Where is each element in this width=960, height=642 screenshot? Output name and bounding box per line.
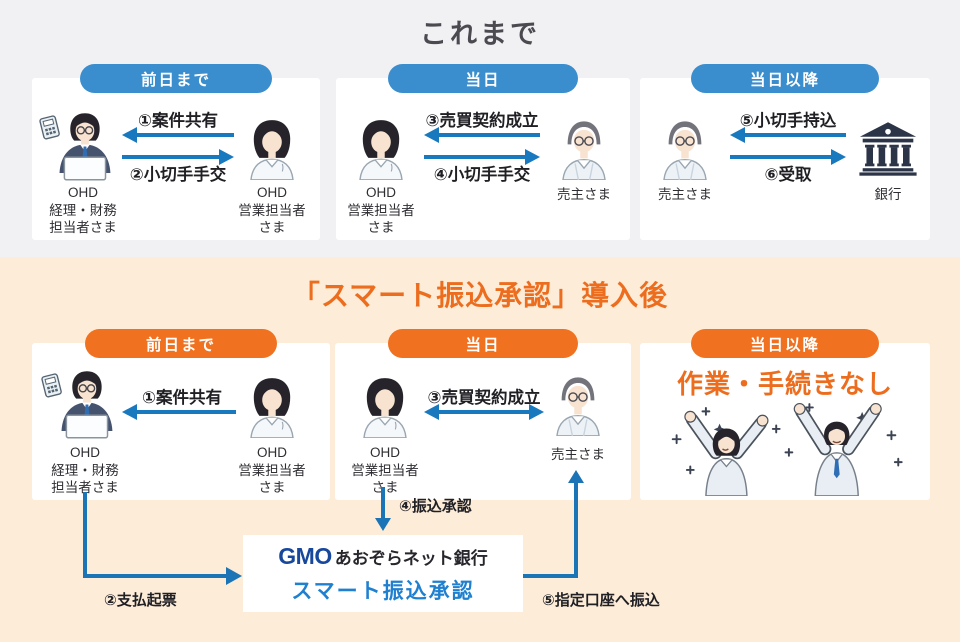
arrow-receive — [730, 149, 846, 165]
arrow-label: ③売買契約成立 — [427, 389, 541, 407]
bank-service-box: GMO あおぞらネット銀行 スマート振込承認 — [243, 535, 523, 612]
after-section-title: 「スマート振込承認」導入後 — [291, 280, 669, 311]
arrow-case-share — [122, 127, 234, 143]
arrow-check-deposit — [730, 127, 846, 143]
actor-label: 売主さま — [658, 187, 712, 202]
arrow-label: ③売買契約成立 — [425, 112, 539, 130]
arrow-case-share — [122, 404, 236, 420]
actor-label: 売主さま — [551, 447, 605, 462]
bank-icon — [858, 121, 918, 176]
arrow-label: ①案件共有 — [142, 389, 222, 407]
actor-label: OHD 経理・財務 担当者さま — [51, 445, 119, 496]
arrow-check-handover — [424, 149, 540, 165]
badge-same-day: 当日 — [388, 329, 578, 358]
bank-logo: GMO あおぞらネット銀行 — [278, 543, 487, 570]
badge-day-before: 前日まで — [85, 329, 277, 358]
flow-arrow-transfer-up — [567, 470, 584, 578]
accountant-icon — [36, 112, 130, 181]
before-section-title: これまで — [420, 19, 540, 49]
arrow-label: ②小切手手交 — [129, 166, 227, 184]
saleswoman-icon — [244, 118, 300, 180]
flow-line-transfer-horizontal — [523, 574, 576, 578]
seller-icon — [656, 118, 714, 180]
no-work-message: 作業・手続きなし — [676, 369, 893, 399]
flow-line-payment-vertical — [83, 492, 87, 578]
celebration-icon — [661, 398, 909, 496]
service-name: スマート振込承認 — [291, 579, 475, 603]
flow-step-label: ⑤指定口座へ振込 — [542, 592, 660, 609]
arrow-check-handover — [122, 149, 234, 165]
badge-after-day: 当日以降 — [691, 329, 879, 358]
badge-same-day: 当日 — [388, 64, 578, 93]
accountant-icon — [38, 370, 132, 439]
arrow-contract-concluded — [424, 404, 544, 420]
actor-label: 銀行 — [874, 187, 902, 202]
arrow-label: ④小切手手交 — [433, 166, 531, 184]
arrow-label: ①案件共有 — [138, 112, 218, 130]
actor-label: OHD 営業担当者 さま — [238, 185, 306, 236]
actor-label: OHD 営業担当者 さま — [238, 445, 306, 496]
arrow-label: ⑥受取 — [764, 166, 812, 184]
actor-label: OHD 経理・財務 担当者さま — [49, 185, 117, 236]
saleswoman-icon — [244, 376, 300, 438]
flow-arrow-payment — [83, 567, 242, 585]
flow-step-label: ④振込承認 — [399, 498, 472, 515]
arrow-label: ⑤小切手持込 — [739, 112, 837, 130]
gmo-logo: GMO — [278, 542, 332, 569]
seller-icon — [555, 118, 613, 180]
bank-name: あおぞらネット銀行 — [334, 548, 488, 568]
flow-step-label: ②支払起票 — [104, 592, 177, 609]
saleswoman-icon — [353, 118, 409, 180]
badge-after-day: 当日以降 — [691, 64, 879, 93]
saleswoman-icon — [357, 376, 413, 438]
arrow-contract-concluded — [424, 127, 540, 143]
actor-label: OHD 営業担当者 さま — [351, 445, 419, 496]
flow-arrow-approval-down — [374, 487, 391, 531]
actor-label: OHD 営業担当者 さま — [347, 185, 415, 236]
seller-icon — [549, 374, 607, 436]
badge-day-before: 前日まで — [80, 64, 272, 93]
actor-label: 売主さま — [557, 187, 611, 202]
